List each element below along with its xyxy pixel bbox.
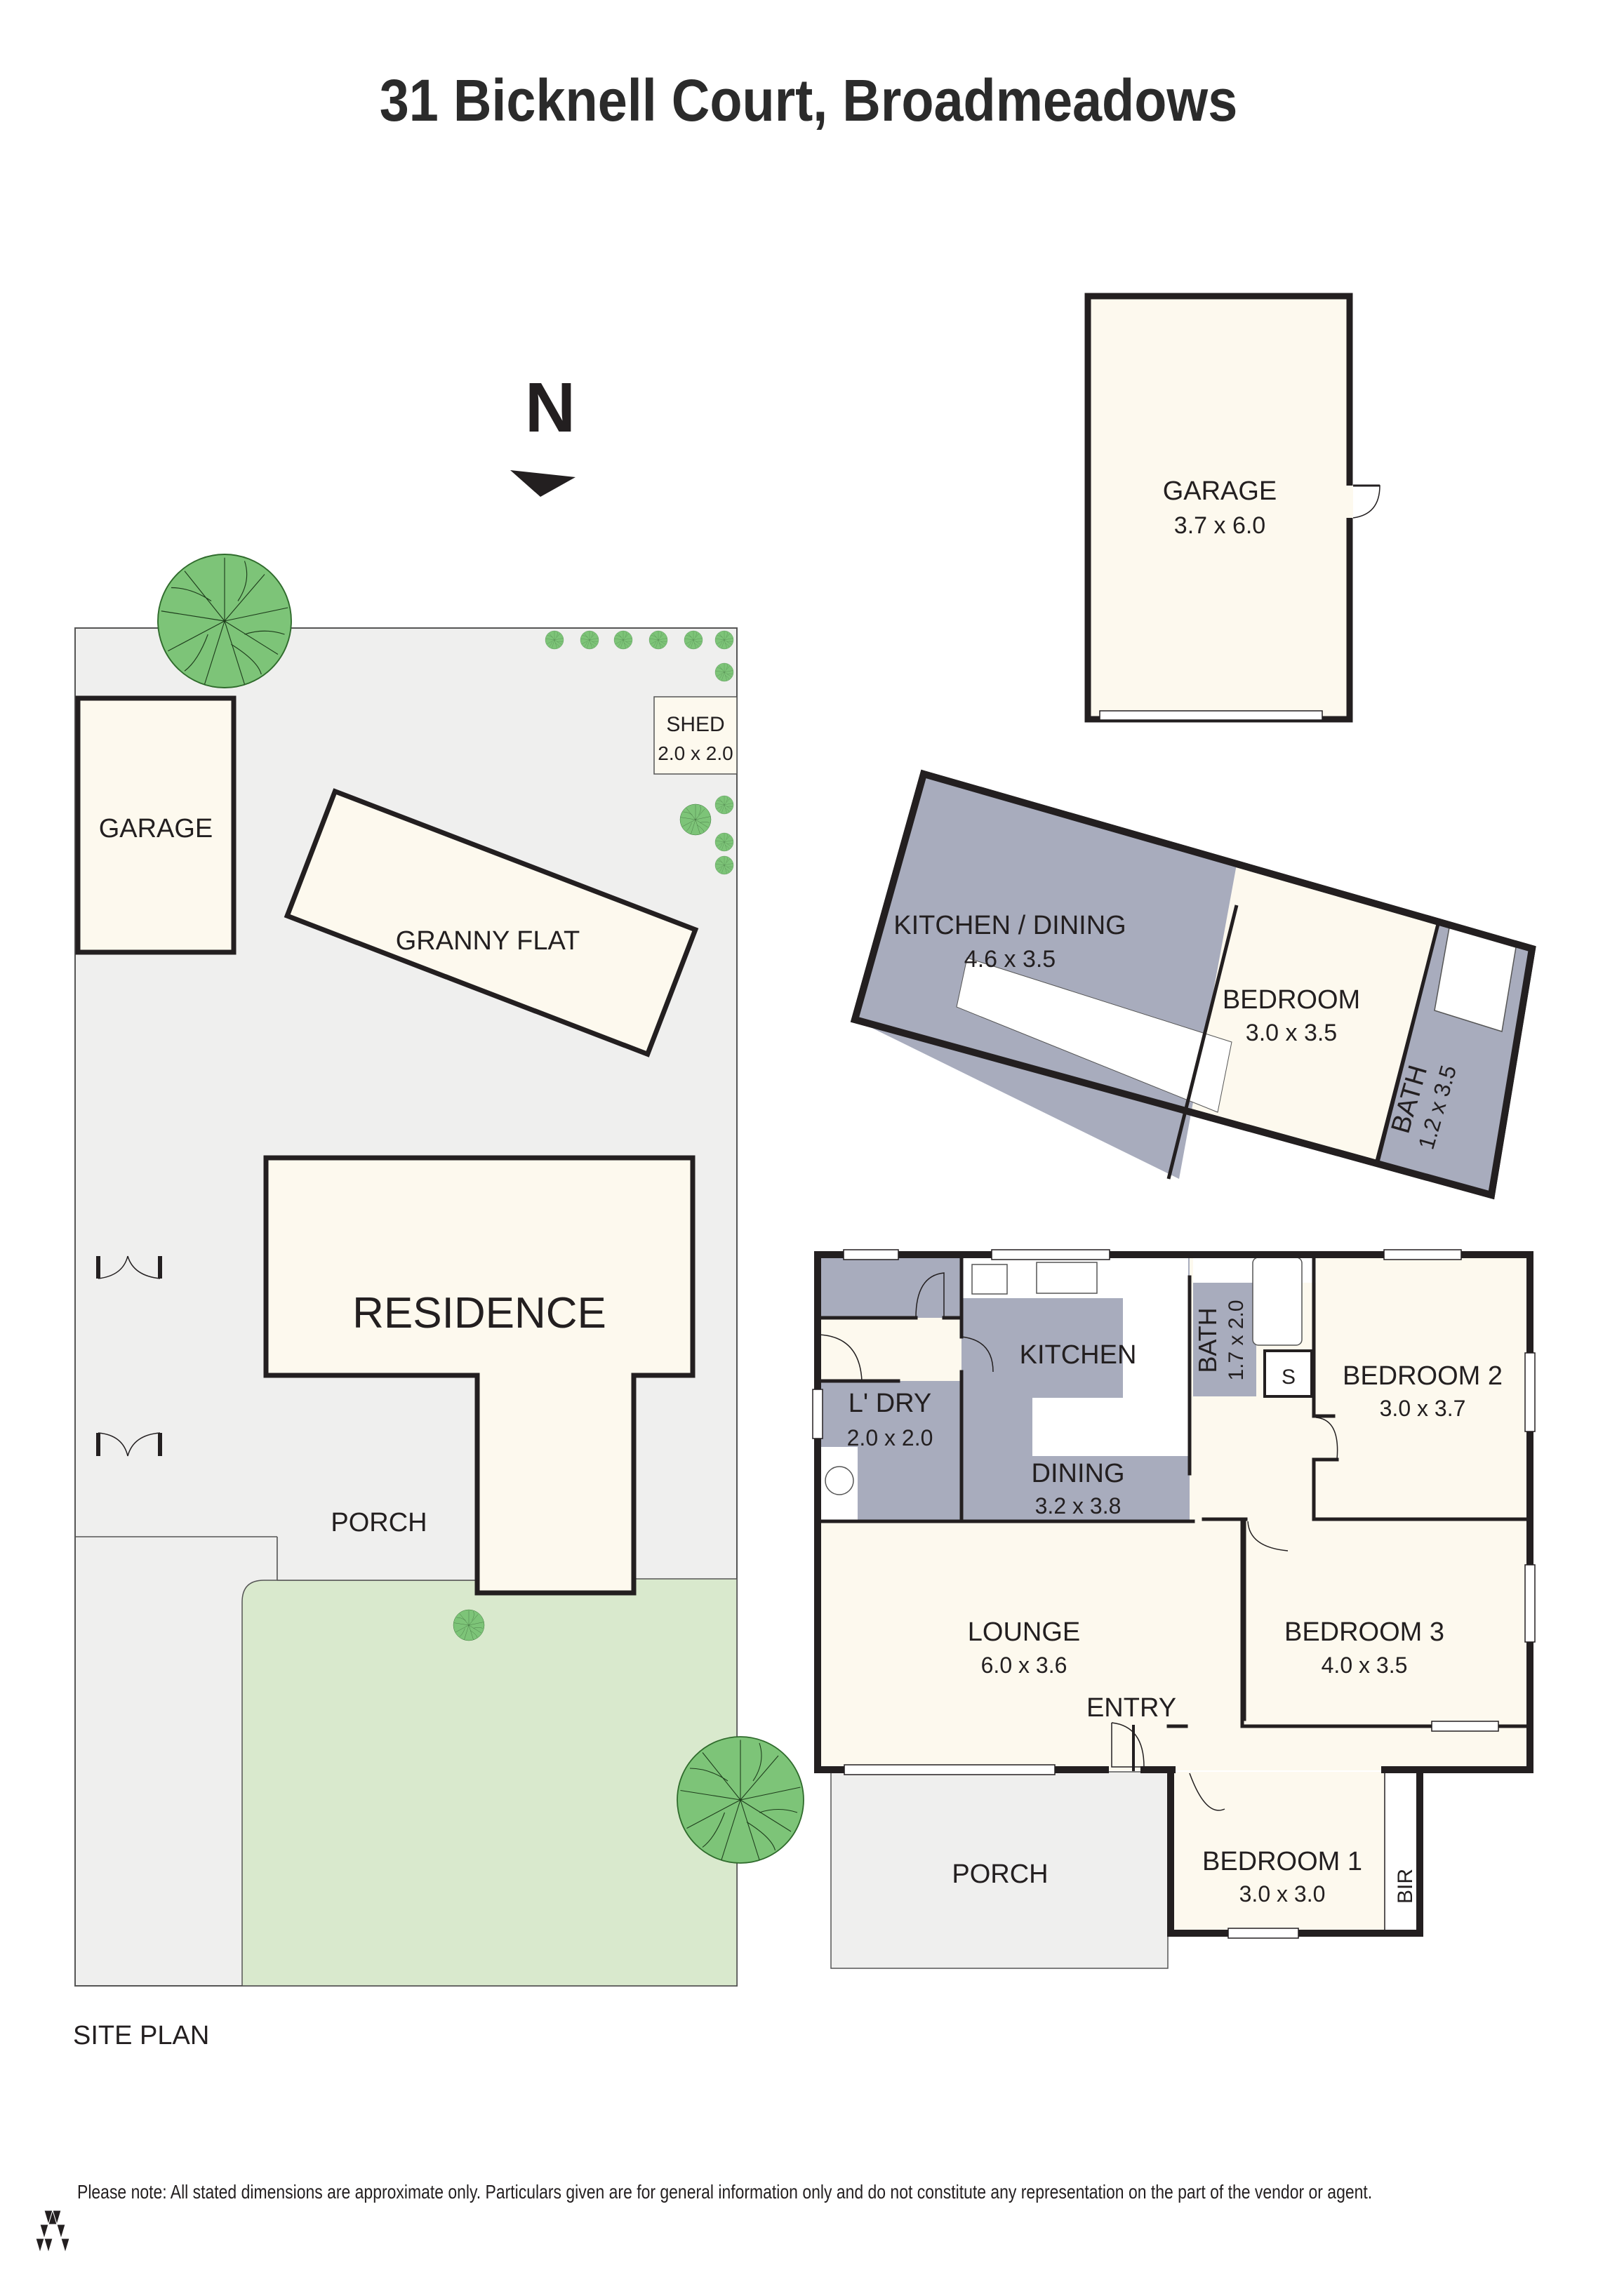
shrub-icon <box>613 630 633 650</box>
kitchen-label: KITCHEN <box>1020 1340 1137 1370</box>
shrub-icon <box>714 630 734 650</box>
garage-plan: GARAGE 3.7 x 6.0 <box>1084 293 1380 723</box>
shed-label: SHED <box>666 713 724 736</box>
bir-label: BIR <box>1394 1869 1417 1904</box>
garage-side-door <box>1352 485 1380 519</box>
granny-kitchen-size: 4.6 x 3.5 <box>964 946 1056 973</box>
shrub-icon <box>453 1609 485 1641</box>
shrub-icon <box>714 662 734 682</box>
cooktop-icon <box>971 1264 1008 1295</box>
driveway-gate-top <box>96 1255 162 1279</box>
dining-label: DINING <box>1032 1459 1125 1488</box>
shrub-icon <box>545 630 564 650</box>
site-plan: PORCH GARAGE GRANNY FLAT SHED 2.0 x 2.0 … <box>74 627 738 1987</box>
storage-cupboard <box>1263 1349 1313 1398</box>
north-arrow-icon <box>510 470 575 497</box>
site-garage-label: GARAGE <box>99 814 213 843</box>
bath-room <box>1193 1283 1256 1396</box>
laundry-tub-icon <box>825 1466 854 1495</box>
entry-label: ENTRY <box>1086 1693 1176 1723</box>
bath-tub-icon <box>1252 1257 1303 1346</box>
granny-kitchen-label: KITCHEN / DINING <box>893 911 1126 940</box>
granny-bedroom-size: 3.0 x 3.5 <box>1246 1020 1337 1046</box>
residence-plan: L' DRY 2.0 x 2.0 KITCHEN DINING 3.2 x 3.… <box>812 1249 1536 1969</box>
site-granny-flat <box>284 788 699 1057</box>
bedroom1-label: BEDROOM 1 <box>1202 1847 1362 1876</box>
dining-size: 3.2 x 3.8 <box>1035 1493 1122 1519</box>
granny-flat-plan: KITCHEN / DINING 4.6 x 3.5 BEDROOM 3.0 x… <box>850 769 1536 1200</box>
driveway-gate-bottom <box>96 1432 162 1457</box>
page-title: 31 Bicknell Court, Broadmeadows <box>379 67 1238 133</box>
site-porch <box>277 1537 477 1580</box>
site-garage <box>75 695 237 955</box>
site-residence <box>263 1155 696 1596</box>
wc-room <box>818 1255 961 1318</box>
north-label: N <box>525 368 575 447</box>
door-swings <box>818 1272 1338 1811</box>
shrub-icon <box>580 630 599 650</box>
lounge-size: 6.0 x 3.6 <box>981 1653 1067 1678</box>
brand-logo-icon <box>35 2210 70 2254</box>
north-arrow: N <box>510 368 575 497</box>
bedroom2-label: BEDROOM 2 <box>1343 1361 1503 1391</box>
shrub-icon <box>684 630 703 650</box>
garage-room <box>1084 293 1353 723</box>
shrub-icon <box>648 630 668 650</box>
disclaimer-text: Please note: All stated dimensions are a… <box>77 2181 1373 2203</box>
bedroom1-size: 3.0 x 3.0 <box>1239 1881 1326 1907</box>
lounge-label: LOUNGE <box>968 1617 1080 1647</box>
bedroom3-size: 4.0 x 3.5 <box>1322 1653 1408 1678</box>
site-porch-label: PORCH <box>331 1508 427 1537</box>
porch-area <box>830 1771 1169 1969</box>
bath-label: BATH <box>1193 1307 1222 1373</box>
site-granny-flat-label: GRANNY FLAT <box>396 926 580 956</box>
shrub-icon <box>714 832 734 852</box>
bedroom3-label: BEDROOM 3 <box>1284 1617 1444 1647</box>
granny-bedroom-label: BEDROOM <box>1223 985 1360 1015</box>
laundry-size: 2.0 x 2.0 <box>847 1425 933 1450</box>
storage-label: S <box>1282 1366 1296 1389</box>
shrub-icon <box>679 803 712 836</box>
garage-roller-door <box>1099 710 1323 721</box>
shrub-icon <box>714 795 734 815</box>
site-shed <box>653 696 738 775</box>
garage-size: 3.7 x 6.0 <box>1174 512 1265 539</box>
windows <box>812 1249 1536 1939</box>
site-residence-label: RESIDENCE <box>352 1289 606 1337</box>
bedroom2-size: 3.0 x 3.7 <box>1380 1396 1466 1421</box>
shrub-icon <box>714 855 734 875</box>
tree-icon <box>677 1736 804 1864</box>
tree-icon <box>157 554 292 688</box>
laundry-label: L' DRY <box>849 1389 932 1418</box>
sink-icon <box>1036 1262 1098 1294</box>
site-plan-caption: SITE PLAN <box>73 2021 210 2050</box>
bath-size: 1.7 x 2.0 <box>1225 1300 1248 1380</box>
porch-label: PORCH <box>952 1860 1048 1889</box>
bir-room <box>1385 1773 1418 1935</box>
shed-size: 2.0 x 2.0 <box>658 742 733 764</box>
garage-label: GARAGE <box>1163 476 1277 506</box>
